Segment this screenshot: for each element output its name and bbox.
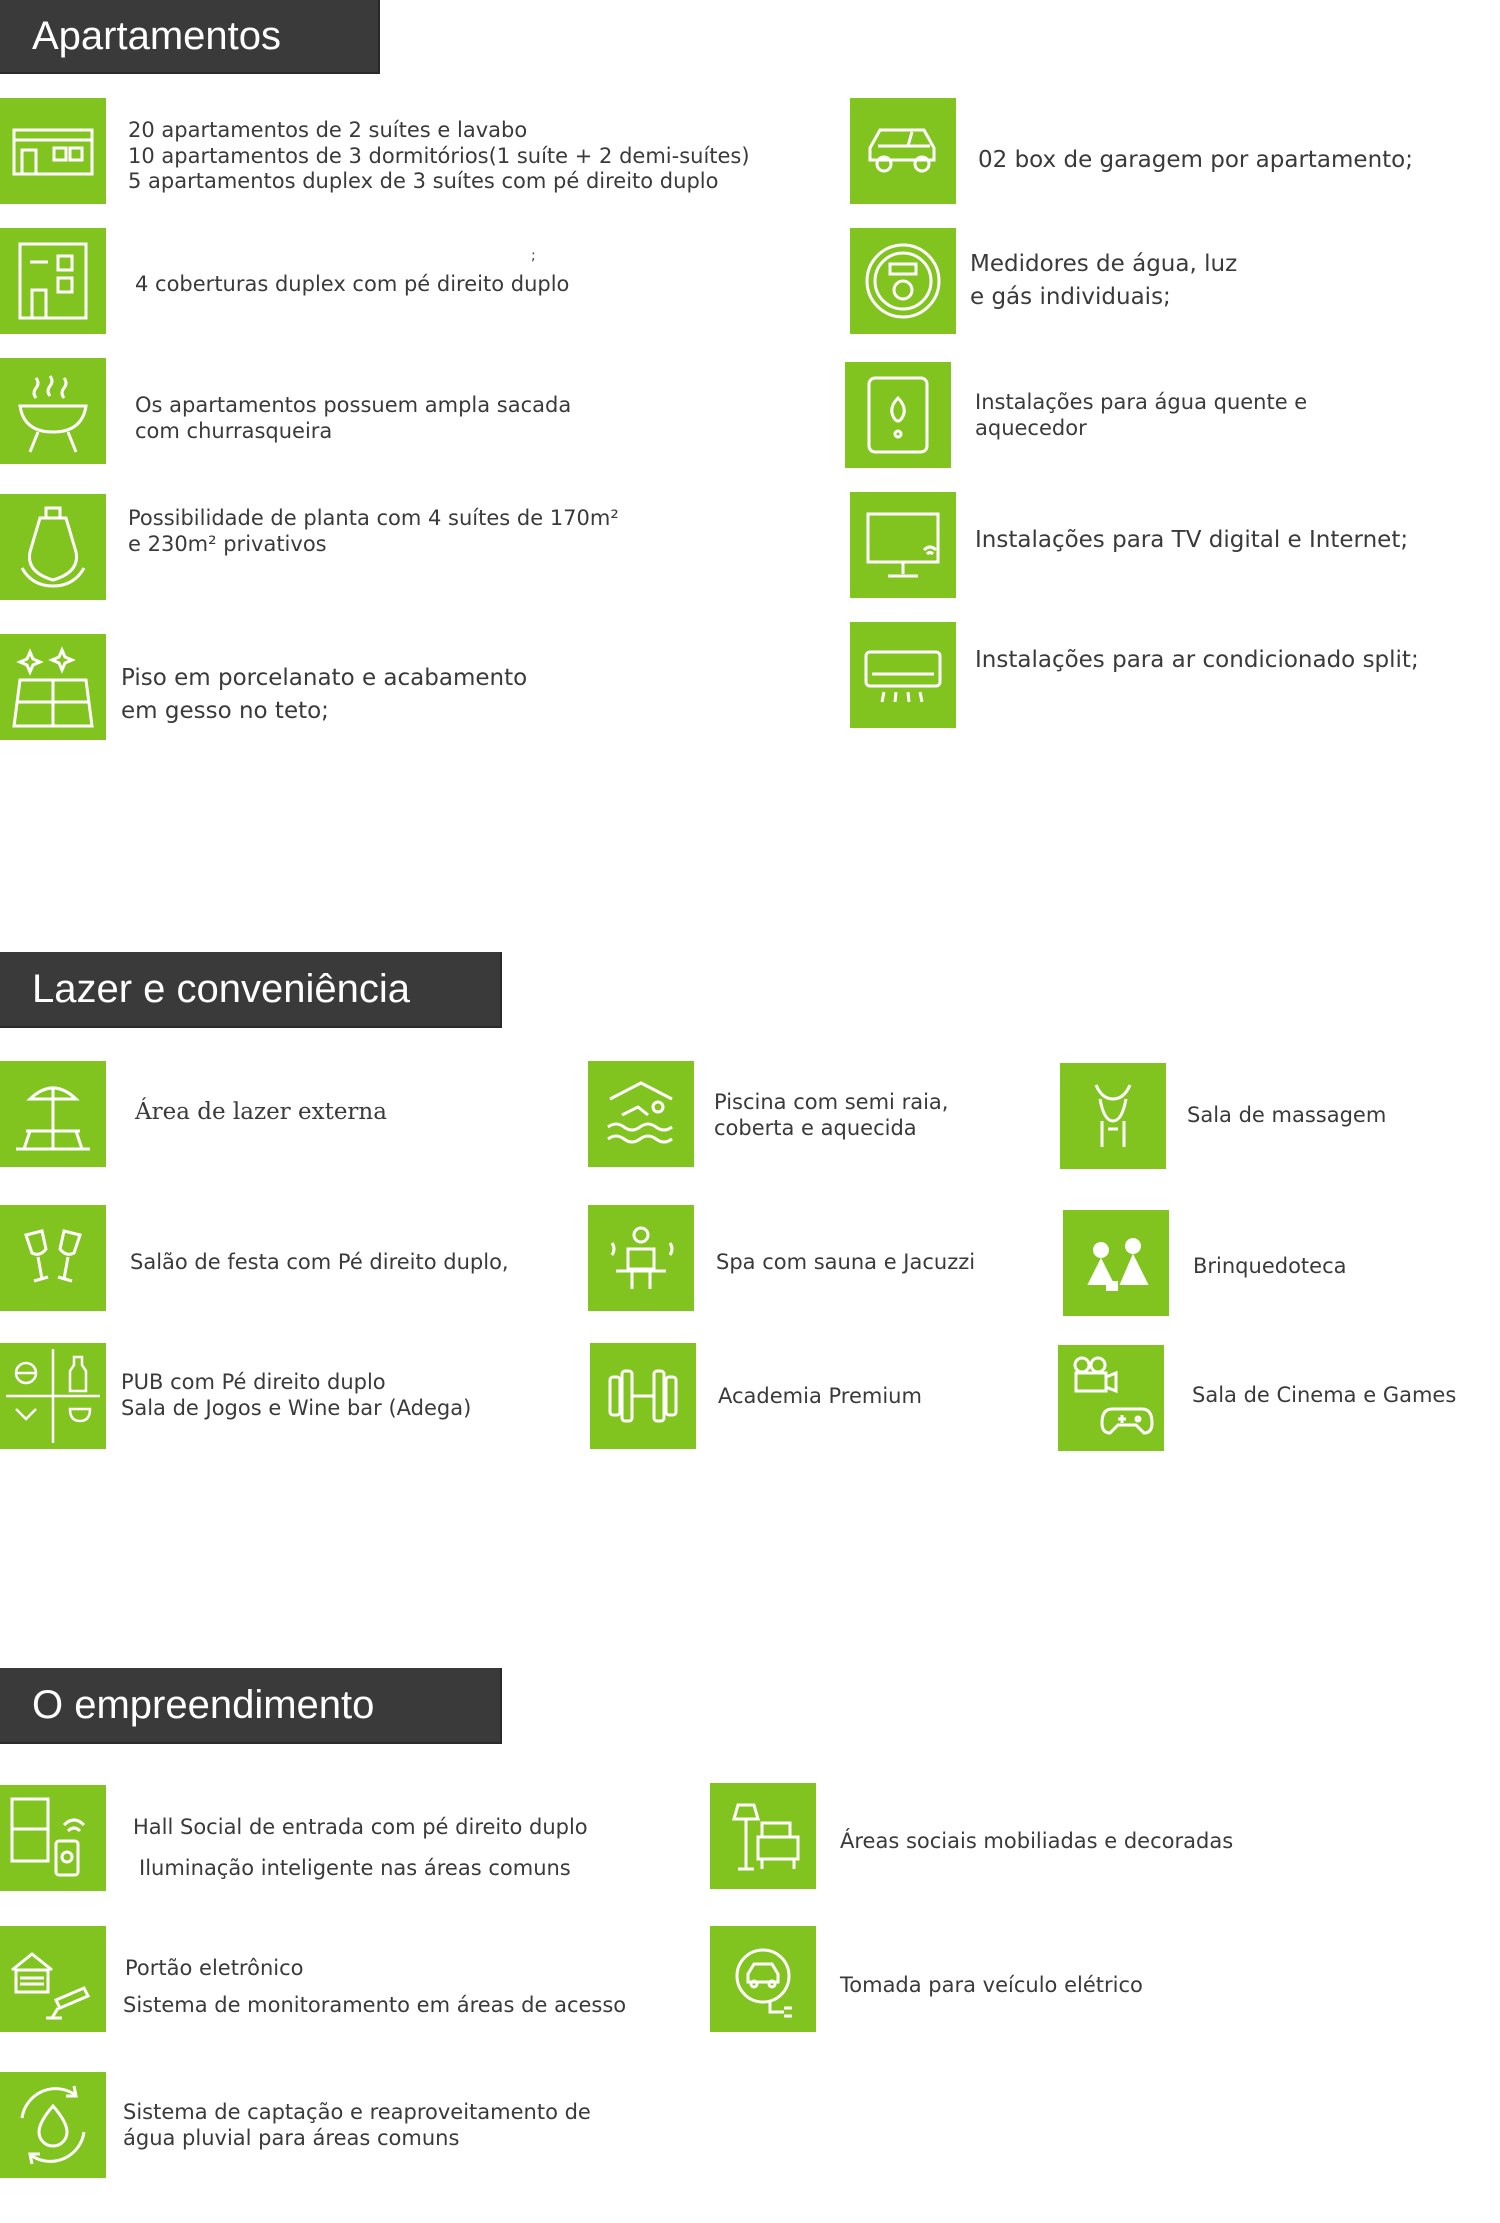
text-line: Iluminação inteligente nas áreas comuns (139, 1855, 571, 1880)
section-header-empreendimento: O empreendimento (0, 1668, 502, 1744)
tall-building-icon (0, 228, 106, 334)
pub-disco-wine-icon (0, 1343, 106, 1449)
champagne-toast-icon (0, 1205, 106, 1311)
text-line: Medidores de água, luz (970, 251, 1238, 277)
children-playing-icon (1063, 1210, 1169, 1316)
text-line: Sistema de monitoramento em áreas de ace… (123, 1992, 627, 2017)
camera-gamepad-icon (1058, 1345, 1164, 1451)
tv-monitor-icon (850, 492, 956, 598)
section-title: Lazer e conveniência (32, 966, 411, 1011)
feature-text: Sala de massagem (1187, 1103, 1387, 1127)
text-line: 10 apartamentos de 3 dormitórios(1 suíte… (128, 143, 750, 168)
tile-floor-sparkle-icon (0, 634, 106, 740)
feature-text: Áreas sociais mobiliadas e decoradas (840, 1829, 1234, 1853)
text-line: Portão eletrônico (125, 1956, 304, 1980)
dumbbell-icon (590, 1343, 696, 1449)
feature-text: Academia Premium (718, 1384, 922, 1408)
text-line: Hall Social de entrada com pé direito du… (133, 1815, 588, 1839)
water-heater-icon (845, 362, 951, 468)
section-title: Apartamentos (32, 13, 282, 58)
text-line: e 230m² privativos (128, 531, 327, 556)
sauna-person-icon (588, 1205, 694, 1311)
gate-camera-icon (0, 1926, 106, 2032)
text-line: Piso em porcelanato e acabamento (121, 665, 528, 691)
feature-text: Medidores de água, luz e gás individuais… (970, 248, 1237, 315)
feature-text: Piso em porcelanato e acabamento em gess… (121, 662, 527, 729)
air-conditioner-icon (850, 622, 956, 728)
feature-text: Brinquedoteca (1193, 1254, 1347, 1278)
feature-text: PUB com Pé direito duplo Sala de Jogos e… (121, 1370, 471, 1421)
umbrella-picnic-table-icon (0, 1061, 106, 1167)
section-title: O empreendimento (32, 1682, 375, 1727)
feature-text: Instalações para TV digital e Internet; (975, 527, 1409, 553)
feature-text: Portão eletrônico Sistema de monitoramen… (123, 1950, 626, 2024)
text-line: 5 apartamentos duplex de 3 suítes com pé… (128, 169, 719, 194)
text-line: Sala de Jogos e Wine bar (Adega) (121, 1395, 472, 1420)
massage-body-icon (1060, 1063, 1166, 1169)
text-line: PUB com Pé direito duplo (121, 1370, 386, 1394)
text-line: em gesso no teto; (121, 698, 329, 725)
feature-text: Sistema de captação e reaproveitamento d… (123, 2100, 591, 2151)
car-icon (850, 98, 956, 204)
feature-text: Área de lazer externa (135, 1099, 387, 1125)
text-line: com churrasqueira (135, 418, 333, 443)
feature-text: Sala de Cinema e Games (1192, 1383, 1457, 1407)
text-line: e gás individuais; (970, 284, 1171, 311)
meter-gauge-icon (850, 228, 956, 334)
text-line: Instalações para água quente e (975, 390, 1308, 414)
text-line: aquecedor (975, 415, 1087, 440)
feature-text: Salão de festa com Pé direito duplo, (130, 1250, 509, 1274)
feature-text: 02 box de garagem por apartamento; (978, 147, 1414, 173)
feature-text: Instalações para água quente e aquecedor (975, 390, 1307, 441)
text-line: Possibilidade de planta com 4 suítes de … (128, 506, 619, 530)
door-smart-light-icon (0, 1785, 106, 1891)
feature-text: Instalações para ar condicionado split; (975, 647, 1419, 673)
section-header-lazer: Lazer e conveniência (0, 952, 502, 1028)
pool-swimmer-icon (588, 1061, 694, 1167)
feature-text: Os apartamentos possuem ampla sacada com… (135, 393, 571, 444)
electric-car-plug-icon (710, 1926, 816, 2032)
text-line: Piscina com semi raia, (714, 1090, 949, 1114)
feature-text: Possibilidade de planta com 4 suítes de … (128, 506, 619, 557)
feature-text: Spa com sauna e Jacuzzi (716, 1250, 976, 1274)
feature-text: 20 apartamentos de 2 suítes e lavabo 10 … (128, 118, 750, 195)
feature-text: 4 coberturas duplex com pé direito duplo (135, 272, 570, 296)
feature-text: Piscina com semi raia, coberta e aquecid… (714, 1090, 948, 1141)
armchair-lamp-icon (710, 1783, 816, 1889)
barbecue-grill-icon (0, 358, 106, 464)
text-line: Os apartamentos possuem ampla sacada (135, 393, 572, 417)
text-line: coberta e aquecida (714, 1115, 917, 1140)
feature-text: Tomada para veículo elétrico (840, 1973, 1143, 1997)
water-recycle-icon (0, 2072, 106, 2178)
light-bulb-icon (0, 494, 106, 600)
semicolon-mark: ; (531, 248, 536, 264)
text-line: 20 apartamentos de 2 suítes e lavabo (128, 118, 528, 142)
text-line: água pluvial para áreas comuns (123, 2125, 460, 2150)
apartment-building-icon (0, 98, 106, 204)
text-line: Sistema de captação e reaproveitamento d… (123, 2100, 591, 2124)
feature-text: Hall Social de entrada com pé direito du… (133, 1807, 588, 1889)
section-header-apartamentos: Apartamentos (0, 0, 380, 74)
